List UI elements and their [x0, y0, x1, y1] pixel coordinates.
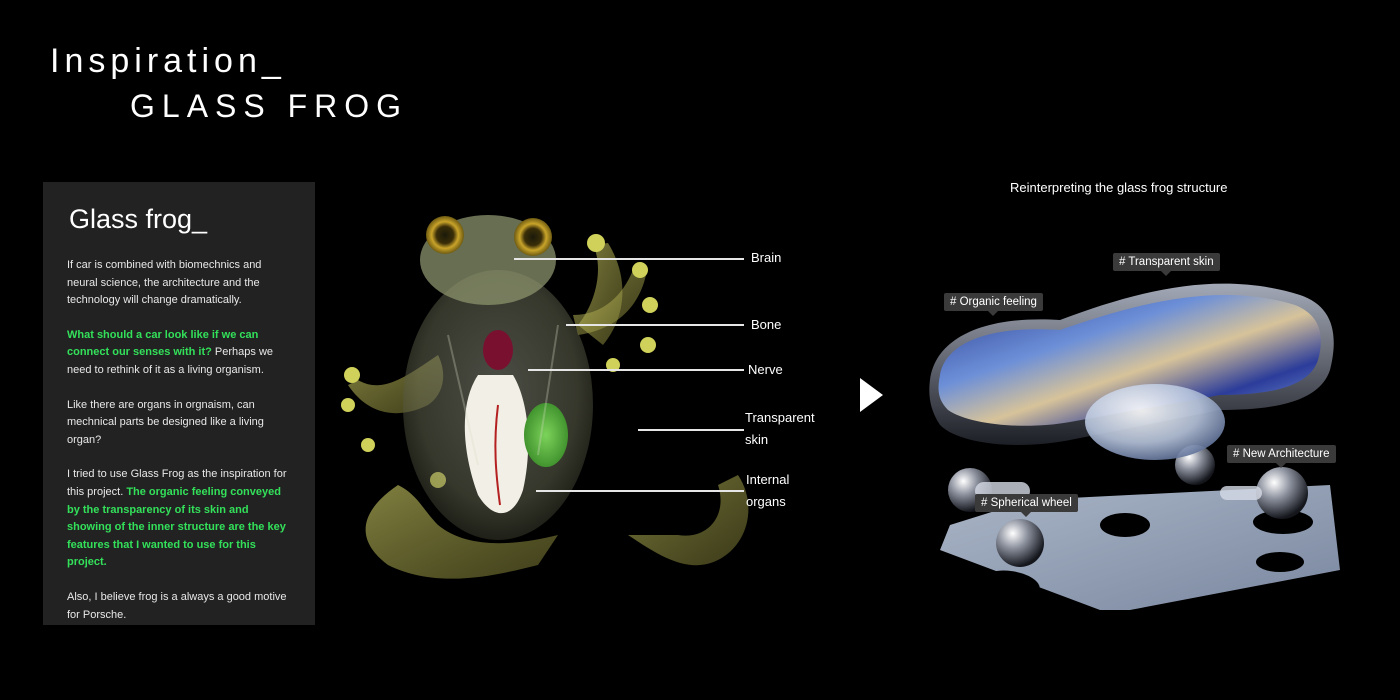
panel-paragraph-4: I tried to use Glass Frog as the inspira… — [67, 466, 293, 572]
callout-label-transparent-skin: Transparent skin — [745, 407, 815, 451]
callout-line-brain — [514, 258, 744, 260]
panel-title: Glass frog_ — [69, 204, 208, 234]
callout-label-brain: Brain — [751, 250, 782, 265]
callout-line-nerve — [528, 369, 744, 371]
panel-paragraph-1: If car is combined with biomechnics and … — [67, 259, 262, 307]
page-subtitle-glass-frog: GLASS FROG — [130, 88, 409, 124]
callout-line-bone — [566, 324, 744, 326]
glass-frog-image — [341, 215, 749, 579]
callout-label-organs-line1: Internal — [746, 472, 790, 487]
tag-organic-feeling: # Organic feeling — [944, 293, 1043, 316]
panel-highlight-question: What should a car look like if we can co… — [67, 328, 259, 359]
concept-title: Reinterpreting the glass frog structure — [1010, 180, 1228, 195]
callout-label-bone: Bone — [751, 317, 782, 332]
callout-label-skin-line2: skin — [745, 432, 769, 447]
page-title-inspiration: Inspiration_ — [50, 42, 286, 80]
panel-paragraph-5: Also, I believe frog is a always a good … — [67, 590, 287, 621]
panel-paragraph-2-rest: Perhaps we need to rethink of it as a li… — [67, 346, 274, 376]
panel-highlight-features: The organic feeling conveyed by the tran… — [67, 485, 286, 569]
callout-label-nerve: Nerve — [748, 362, 783, 377]
tag-new-architecture: # New Architecture — [1227, 445, 1336, 468]
description-panel: Glass frog_ If car is combined with biom… — [43, 182, 315, 625]
callout-label-internal-organs: Internal organs — [746, 469, 789, 513]
car-concept-image — [929, 283, 1340, 610]
tag-transparent-skin: # Transparent skin — [1113, 253, 1220, 276]
glass-frog-illustration: Brain Bone Nerve Transparent skin Intern… — [328, 205, 848, 595]
car-concept-illustration: # Transparent skin # Organic feeling # N… — [920, 250, 1360, 630]
panel-paragraph-3: Like there are organs in orgnaism, can m… — [67, 398, 264, 446]
callout-label-skin-line1: Transparent — [745, 410, 815, 425]
callout-line-skin — [638, 429, 744, 431]
play-triangle-icon — [860, 378, 883, 412]
panel-paragraph-2: What should a car look like if we can co… — [67, 327, 293, 380]
callout-line-organs — [536, 490, 744, 492]
tag-spherical-wheel: # Spherical wheel — [975, 494, 1078, 517]
callout-label-organs-line2: organs — [746, 494, 786, 509]
panel-paragraph-4-start: I tried to use Glass Frog as the inspira… — [67, 468, 287, 498]
